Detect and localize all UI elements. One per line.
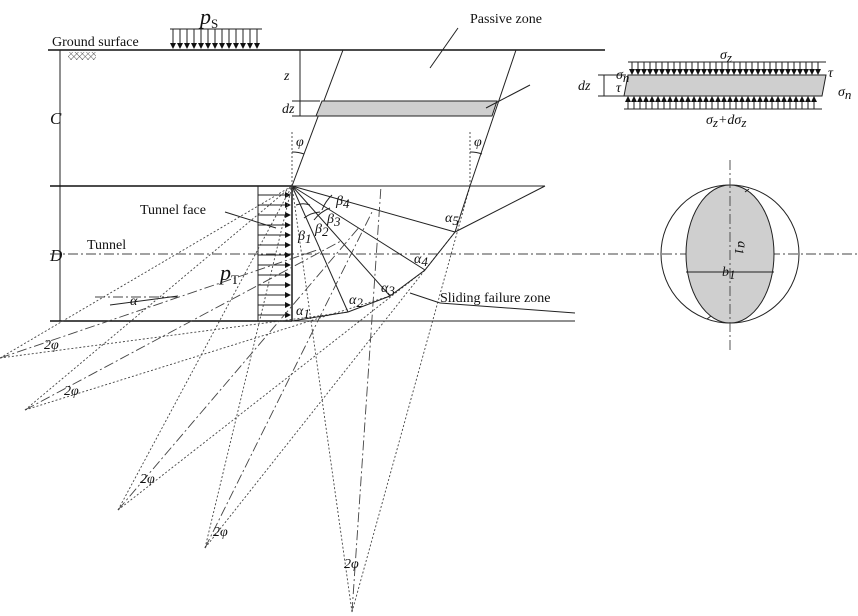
elliptical-cross-section: b1 a1: [660, 160, 800, 350]
tau-left-label: τ: [616, 81, 622, 96]
soil-slice-dz: [315, 100, 498, 117]
ground-surface-label: Ground surface: [52, 35, 139, 50]
cone-generatrix: [291, 185, 353, 613]
c-label: C: [50, 109, 62, 128]
beta2-label: β2: [314, 222, 329, 239]
tunnel-label: Tunnel: [87, 238, 126, 253]
cone-axis: [24, 240, 342, 411]
d-label: D: [49, 246, 63, 265]
radial-slip-line: [291, 185, 426, 271]
cone-generatrix: [0, 311, 349, 359]
passive-zone-label: Passive zone: [470, 12, 542, 27]
cover-depth-dimension: C: [50, 50, 62, 186]
beta4-label: β4: [335, 194, 350, 211]
passive-zone: Passive zone z dz φ φ: [282, 12, 542, 187]
b1-label: b1: [722, 265, 736, 282]
ground-surface: Ground surface: [48, 35, 605, 60]
two-phi-label-1: 2φ: [44, 338, 59, 353]
z-label: z: [283, 69, 290, 84]
alpha3-label: α3: [381, 281, 395, 298]
cone-axis: [204, 208, 374, 549]
cone-axis: [0, 248, 321, 359]
sigma-z-plus-dsigma-label: σz+dσz: [706, 113, 746, 130]
cone-generatrix: [117, 269, 426, 511]
alpha2-label: α2: [349, 293, 363, 310]
element-dz-label: dz: [578, 79, 591, 94]
sigma-z-label: σz: [720, 48, 732, 65]
tunnel-face-label: Tunnel face: [140, 203, 206, 218]
alpha1-label: α1: [296, 304, 310, 321]
sliding-failure-zone: Sliding failure zone β1 β2 β3 β4 α1 α2 α…: [0, 185, 576, 613]
alpha-left-label: α: [130, 294, 138, 309]
two-phi-label-3: 2φ: [140, 472, 155, 487]
beta1-label: β1: [297, 229, 311, 246]
surcharge-arrows: [170, 29, 260, 49]
phi-right-label: φ: [474, 135, 482, 150]
tau-right-label: τ: [828, 66, 834, 81]
two-phi-label-4: 2φ: [213, 525, 228, 540]
dz-label: dz: [282, 102, 295, 117]
cone-generatrix: [24, 295, 391, 411]
tunnel-diameter-dimension: D: [49, 186, 63, 321]
two-phi-label-2: 2φ: [64, 384, 79, 399]
soil-element-stress-diagram: σz σz+dσz σn τ τ σn dz: [578, 48, 851, 130]
sliding-failure-zone-label: Sliding failure zone: [440, 291, 550, 306]
cone-generatrix: [0, 185, 293, 359]
ps-label: pS: [198, 4, 218, 31]
sigma-n-right-label: σn: [838, 85, 851, 102]
cone-generatrix: [204, 231, 456, 549]
cone-generatrix: [351, 185, 471, 613]
support-pressure-arrows: [258, 192, 291, 318]
cone-generatrix: [24, 185, 293, 411]
cone-generatrix: [117, 185, 293, 511]
alpha5-label: α5: [445, 211, 459, 228]
cone-axis: [351, 185, 382, 613]
beta3-label: β3: [326, 212, 341, 229]
phi-left-label: φ: [296, 135, 304, 150]
cone-axis: [117, 227, 359, 511]
pt-label: pT: [218, 260, 239, 287]
a1-label: a1: [732, 241, 749, 255]
surcharge-load-ps: pS: [170, 4, 262, 49]
alpha4-label: α4: [414, 252, 428, 269]
two-phi-label-5: 2φ: [344, 557, 359, 572]
